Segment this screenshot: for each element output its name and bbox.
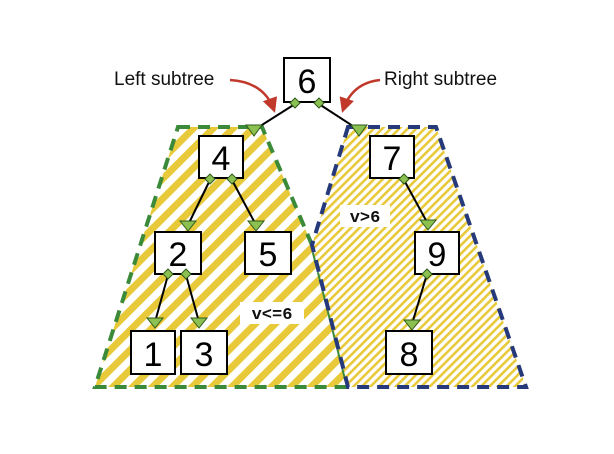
arrow-head-9 [418,219,438,231]
node-6-label: 6 [298,63,317,101]
connector-diamond [180,268,192,280]
arrow-head-2 [178,220,198,232]
edge-7-9 [403,179,429,225]
right-subtree-callout: Right subtree [384,69,497,90]
condition-left: v<=6 [240,302,304,325]
arrow-head-8 [402,319,422,331]
edge-connectors [162,97,433,280]
connector-diamond [289,97,301,109]
node-4: 4 [198,135,244,179]
connector-diamond [162,268,174,280]
edges [154,103,429,325]
edge-2-1 [154,274,169,323]
arrow-head-4 [245,124,263,137]
node-2-label: 2 [169,236,188,274]
edge-2-3 [185,274,200,323]
left-callout-arrow [229,78,278,113]
connector-diamond [313,97,325,109]
node-2: 2 [154,231,202,275]
arrow-head-5 [246,220,266,232]
node-5-label: 5 [259,236,278,274]
node-6: 6 [283,57,331,103]
connector-diamond [226,173,238,185]
node-1: 1 [130,330,176,375]
connector-diamond [398,173,410,185]
node-5: 5 [244,231,292,275]
arrow-head-3 [189,317,209,329]
condition-right-label: v>6 [350,209,381,228]
connector-diamond [204,173,216,185]
node-4-label: 4 [212,140,231,178]
node-3-label: 3 [195,336,214,374]
connector-diamond [421,268,433,280]
arrow-head-1 [145,317,165,329]
node-7: 7 [369,135,415,179]
edge-4-2 [187,179,211,226]
node-8-label: 8 [400,336,419,374]
condition-right: v>6 [340,205,390,228]
node-8: 8 [385,330,433,375]
arrow-head-7 [350,124,368,137]
right-callout-arrow [339,78,381,113]
node-9: 9 [414,231,460,275]
edge-4-5 [231,179,257,226]
node-3: 3 [180,330,228,375]
left-subtree-callout: Left subtree [114,69,214,90]
node-1-label: 1 [144,336,163,374]
edge-9-8 [411,273,428,325]
arrow-heads [145,124,438,331]
node-7-label: 7 [383,140,402,178]
condition-left-label: v<=6 [252,306,293,325]
node-9-label: 9 [428,236,447,274]
